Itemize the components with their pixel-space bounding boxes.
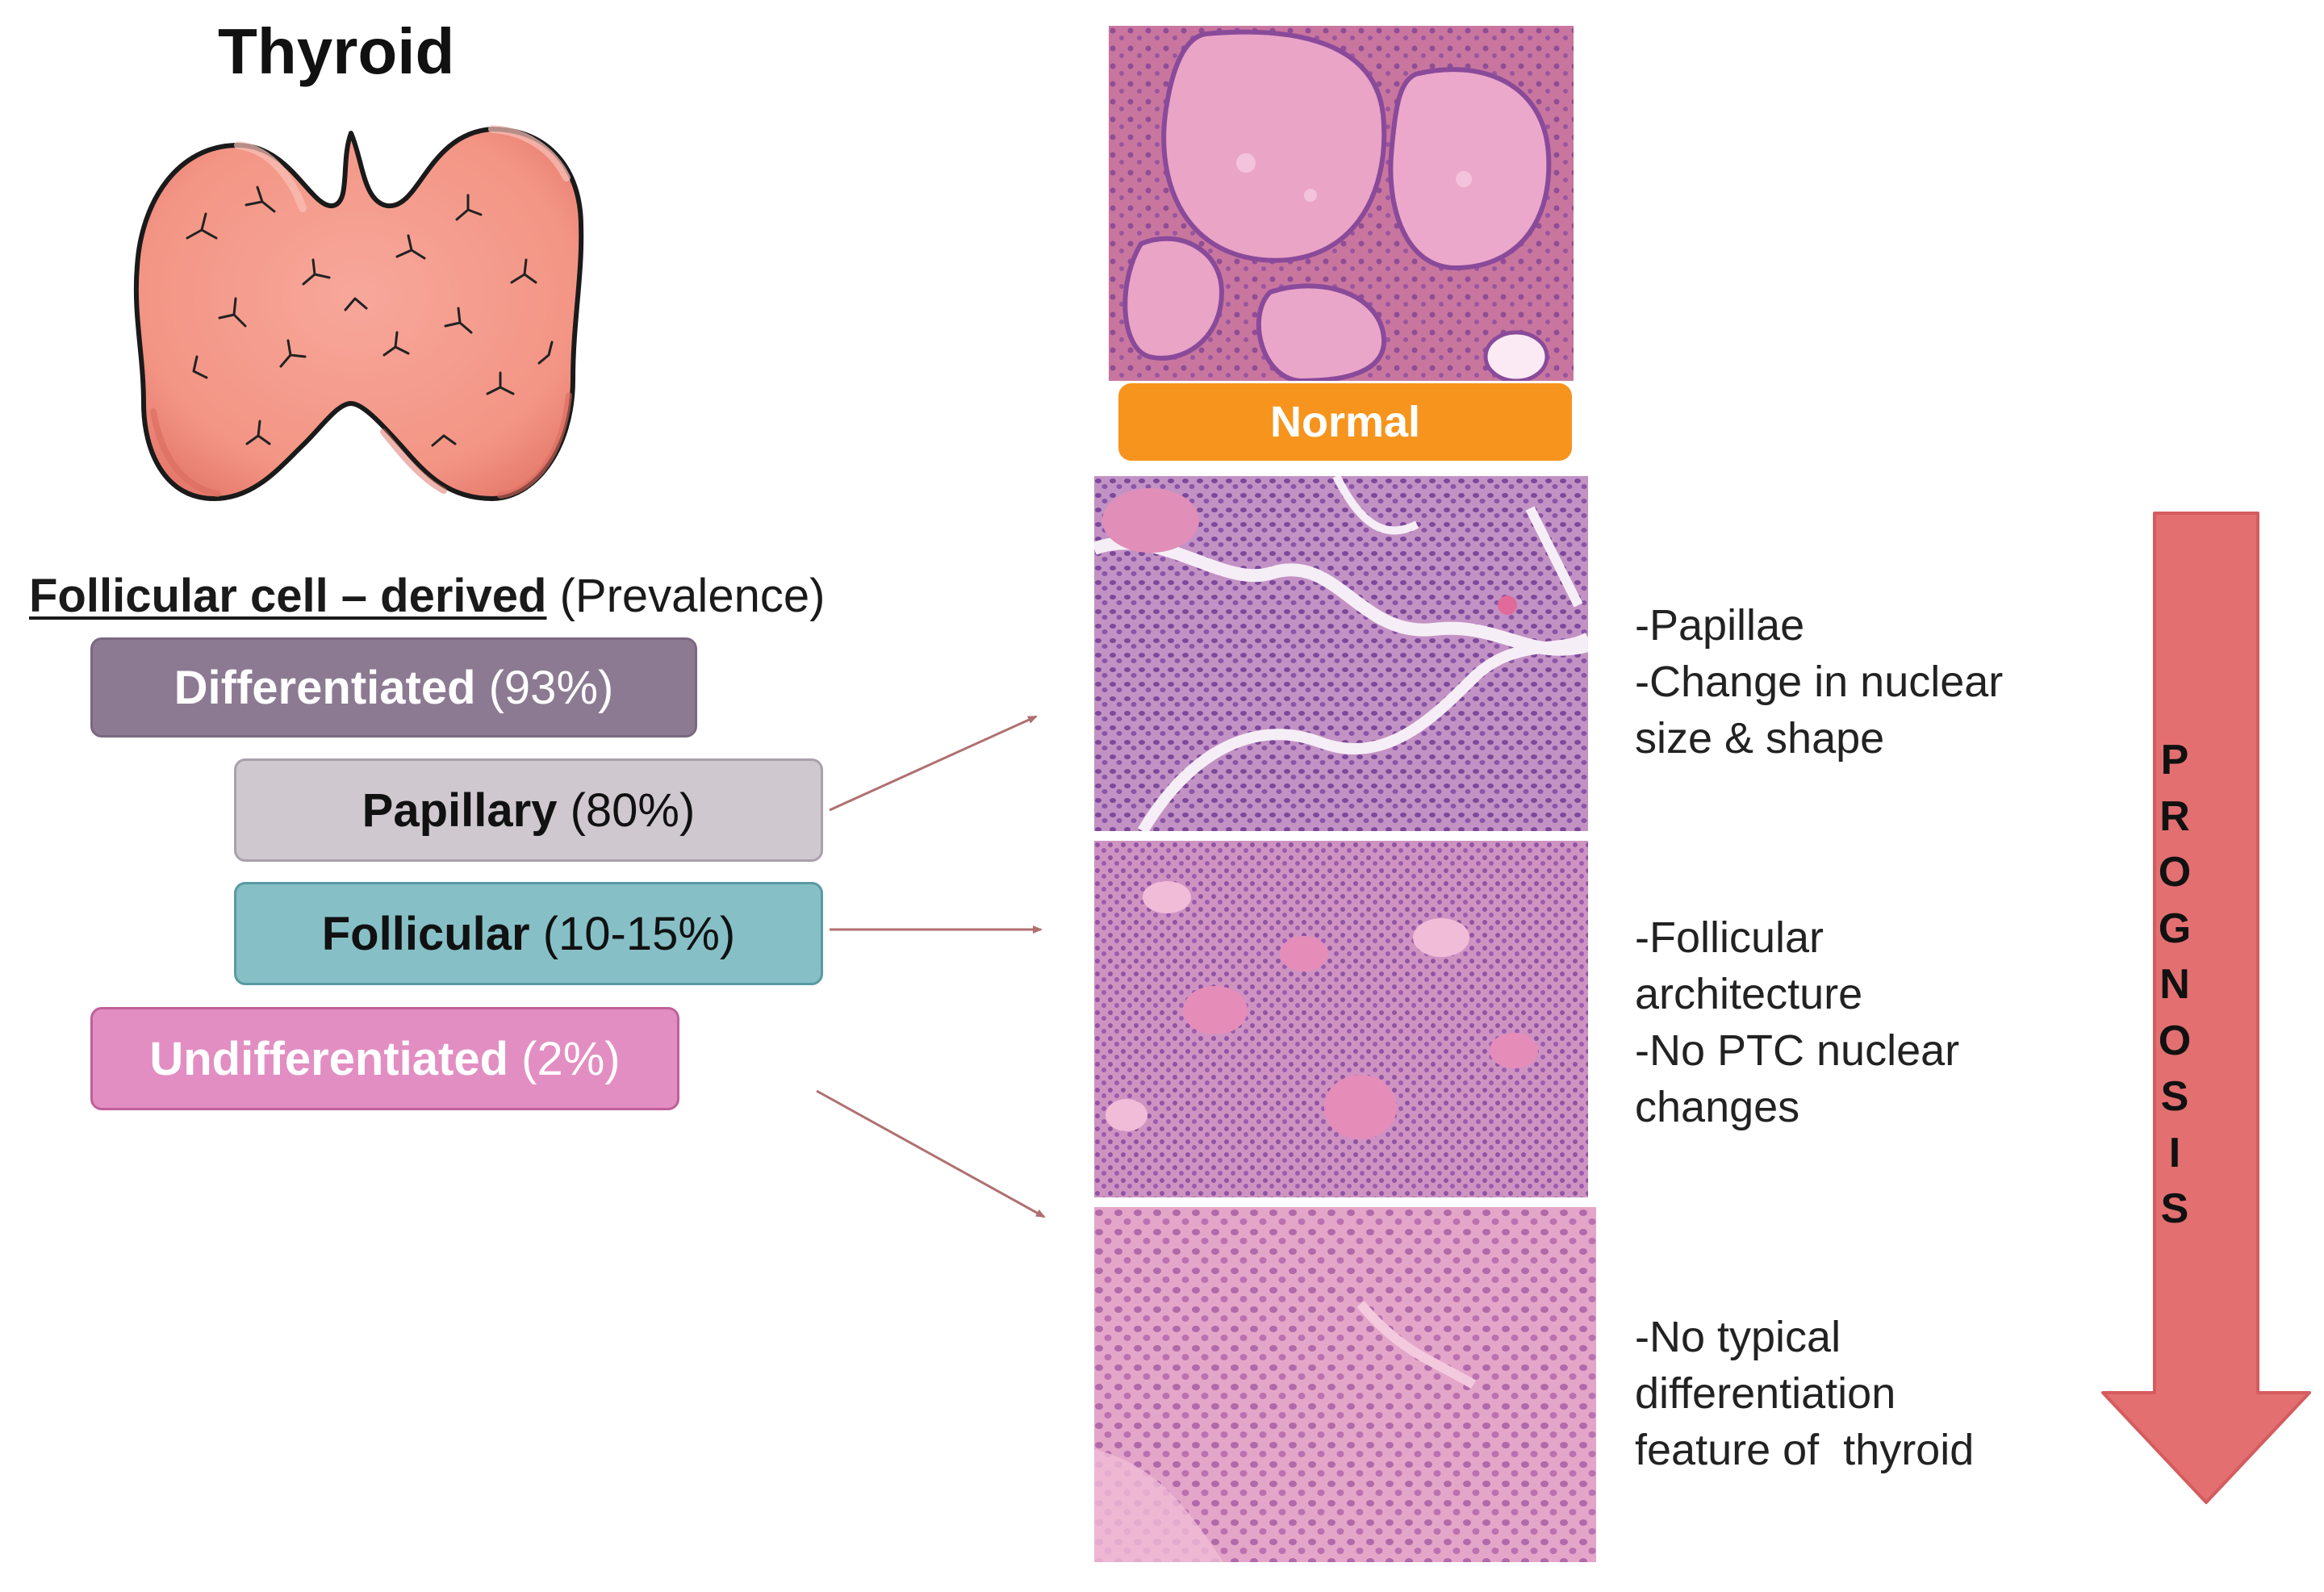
prognosis-letter: N	[2159, 961, 2190, 1008]
box-differentiated-name: Differentiated	[173, 661, 476, 714]
prognosis-letter: O	[2158, 849, 2192, 896]
arrow-undifferentiated	[816, 1089, 1046, 1218]
description-undifferentiated: -No typical differentiation feature of t…	[1635, 1309, 1974, 1478]
heading-suffix: (Prevalence)	[546, 570, 826, 622]
box-follicular-name: Follicular	[321, 907, 530, 960]
description-line: -No typical	[1635, 1313, 1841, 1361]
box-follicular: Follicular (10-15%)	[234, 882, 823, 985]
box-undifferentiated-name: Undifferentiated	[149, 1032, 509, 1085]
box-papillary-name: Papillary	[362, 783, 558, 837]
prognosis-letter: G	[2158, 905, 2192, 952]
prognosis-label: P R O G N O S I S	[2146, 733, 2203, 1238]
box-undifferentiated-prevalence: (2%)	[508, 1032, 621, 1085]
description-line: changes	[1635, 1083, 1800, 1131]
box-papillary: Papillary (80%)	[234, 758, 823, 862]
prognosis-letter: O	[2158, 1017, 2192, 1064]
category-heading: Follicular cell – derived (Prevalence)	[29, 569, 825, 623]
histology-papillary-image	[1094, 476, 1588, 831]
thyroid-illustration	[133, 125, 584, 501]
description-line: -Papillae	[1635, 601, 1805, 650]
description-line: feature of thyroid	[1635, 1426, 1975, 1474]
prognosis-letter: S	[2160, 1185, 2189, 1232]
box-undifferentiated: Undifferentiated (2%)	[90, 1007, 679, 1110]
histology-normal-image	[1109, 26, 1574, 381]
description-line: size & shape	[1635, 714, 1885, 763]
diagram-title: Thyroid	[218, 15, 455, 87]
histology-undifferentiated-image	[1094, 1207, 1596, 1562]
box-differentiated: Differentiated (93%)	[90, 637, 697, 738]
prognosis-letter: P	[2160, 737, 2189, 783]
box-differentiated-prevalence: (93%)	[475, 661, 614, 714]
prognosis-letter: R	[2159, 792, 2190, 840]
heading-underlined: Follicular cell – derived	[29, 570, 547, 622]
normal-label: Normal	[1118, 383, 1572, 461]
prognosis-letter: S	[2160, 1073, 2189, 1120]
description-line: -Follicular	[1635, 913, 1825, 962]
prognosis-letter: I	[2168, 1129, 2181, 1176]
box-follicular-prevalence: (10-15%)	[529, 907, 736, 960]
description-line: architecture	[1635, 970, 1863, 1018]
box-papillary-prevalence: (80%)	[557, 783, 696, 837]
description-papillary: -Papillae -Change in nuclear size & shap…	[1635, 597, 2003, 767]
arrow-papillary	[829, 715, 1038, 812]
description-line: differentiation	[1635, 1369, 1896, 1418]
description-follicular: -Follicular architecture -No PTC nuclear…	[1635, 909, 1959, 1135]
prognosis-arrow	[2101, 512, 2311, 1504]
description-line: -No PTC nuclear	[1635, 1026, 1960, 1075]
histology-follicular-image	[1094, 841, 1588, 1197]
description-line: -Change in nuclear	[1635, 658, 2004, 706]
